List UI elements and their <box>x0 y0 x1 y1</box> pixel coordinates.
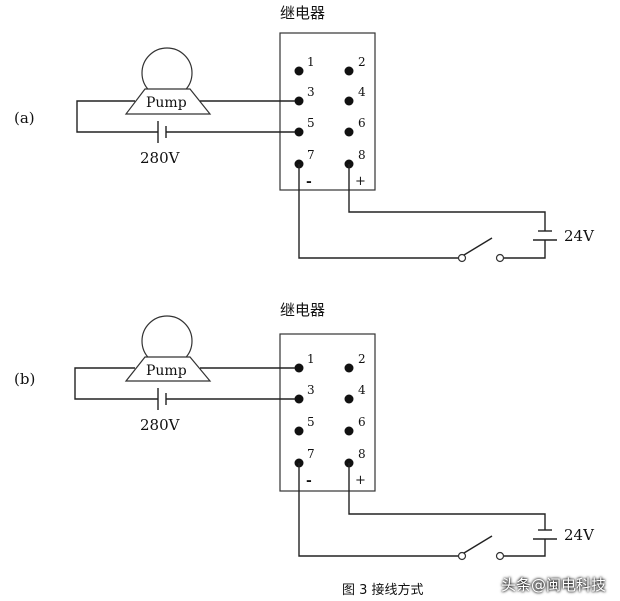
coil-b-wire-minus <box>298 463 458 557</box>
relay-b-pin-label-1: 1 <box>307 352 315 366</box>
watermark-text: 头条@闽电科技 <box>500 576 606 594</box>
watermark: 头条@闽电科技 <box>481 574 606 595</box>
relay-b-pin-label-6: 6 <box>358 415 366 429</box>
supply-a-dc-label: 24V <box>564 227 595 245</box>
toutiao-logo-icon <box>481 576 497 593</box>
pump-b-base <box>124 356 212 382</box>
relay-a-pin-5 <box>294 127 304 137</box>
figure-caption: 图 3 接线方式 <box>342 582 424 598</box>
relay-a-pin-label-2: 2 <box>358 55 366 69</box>
relay-a-pin-4 <box>344 96 354 106</box>
pump-b-wire-loop <box>74 367 158 400</box>
pump-a-label: Pump <box>146 95 187 111</box>
relay-a-pin-3 <box>294 96 304 106</box>
relay-b-pin-label-2: 2 <box>358 352 366 366</box>
pump-b: Pump <box>124 315 212 382</box>
switch-a-contact-left <box>457 253 467 263</box>
relay-b-pin-4 <box>344 394 354 404</box>
switch-b-contact-right <box>495 551 505 561</box>
switch-b-lever <box>463 535 493 554</box>
pump-a: Pump <box>124 47 212 115</box>
panel-b-label: (b) <box>14 370 35 388</box>
relay-b-minus-label: - <box>306 473 312 489</box>
coil-b-wire-return <box>504 539 546 557</box>
pump-b-label: Pump <box>146 363 187 379</box>
relay-b-plus-label: + <box>355 473 366 488</box>
relay-b-pin-label-8: 8 <box>358 447 366 461</box>
supply-b-ac-label: 280V <box>140 416 181 434</box>
relay-a-pin-1 <box>294 66 304 76</box>
coil-a-wire-return <box>504 240 546 259</box>
relay-a-pin-label-8: 8 <box>358 148 366 162</box>
panel-a: (a) 继电器 1 2 3 4 5 6 7 8 - + <box>14 4 595 263</box>
relay-a-minus-label: - <box>306 174 312 190</box>
coil-a-wire-minus <box>298 164 458 259</box>
panel-b: (b) 继电器 1 2 3 4 5 6 7 8 - + <box>14 301 595 561</box>
relay-a-pin-label-7: 7 <box>307 148 315 162</box>
relay-b-pin-6 <box>344 426 354 436</box>
switch-a-lever <box>463 237 493 256</box>
panel-a-label: (a) <box>14 109 35 127</box>
switch-a-contact-right <box>495 253 505 263</box>
relay-a-plus-label: + <box>355 174 366 189</box>
pump-a-base <box>124 88 212 115</box>
relay-a-pin-label-4: 4 <box>358 85 366 99</box>
relay-b-pin-label-4: 4 <box>358 383 366 397</box>
relay-b-title: 继电器 <box>280 301 325 319</box>
relay-a-pin-label-1: 1 <box>307 55 315 69</box>
relay-a-pin-label-3: 3 <box>307 85 315 99</box>
relay-b-pin-label-3: 3 <box>307 383 315 397</box>
relay-b-pin-label-7: 7 <box>307 447 315 461</box>
pump-a-wire-loop <box>76 100 158 133</box>
switch-b-contact-left <box>457 551 467 561</box>
relay-a-pin-2 <box>344 66 354 76</box>
relay-a-title: 继电器 <box>280 4 325 22</box>
relay-b-pin-1 <box>294 363 304 373</box>
relay-b-pin-2 <box>344 363 354 373</box>
supply-a-ac-label: 280V <box>140 149 181 167</box>
coil-a-wire-plus <box>348 164 546 231</box>
relay-a-pins: 1 2 3 4 5 6 7 8 - + <box>294 55 366 190</box>
relay-b-pin-3 <box>294 394 304 404</box>
supply-b-dc-label: 24V <box>564 526 595 544</box>
coil-b-wire-plus <box>348 463 546 530</box>
relay-a-pin-6 <box>344 127 354 137</box>
relay-b-pins: 1 2 3 4 5 6 7 8 - + <box>294 352 366 489</box>
relay-b-pin-5 <box>294 426 304 436</box>
relay-a-pin-label-6: 6 <box>358 116 366 130</box>
relay-b-pin-label-5: 5 <box>307 415 315 429</box>
relay-a-pin-label-5: 5 <box>307 116 315 130</box>
